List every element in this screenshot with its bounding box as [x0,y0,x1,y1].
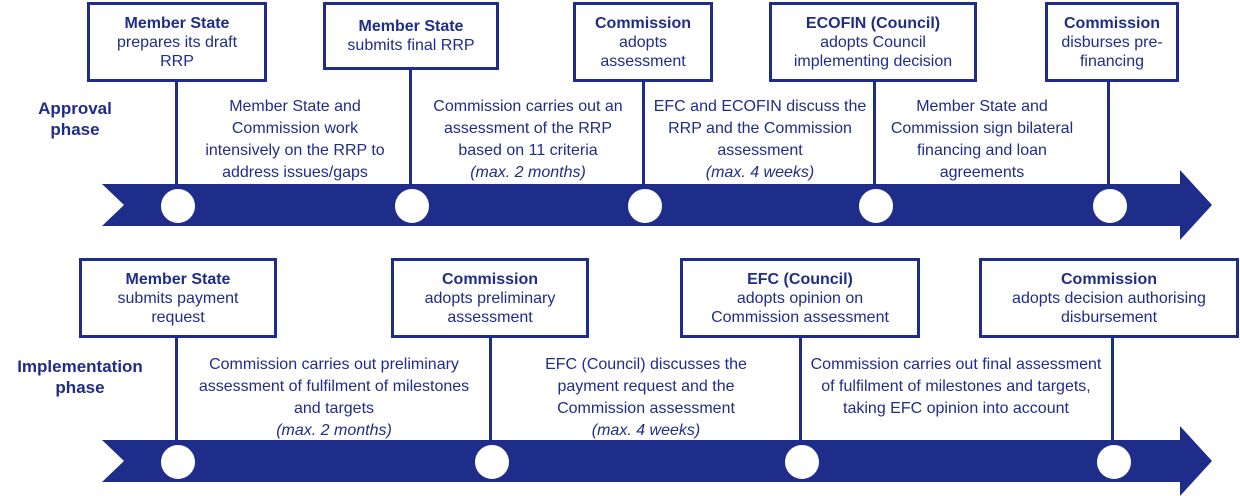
approval-phase-label: Approval phase [38,99,112,139]
approval-description: EFC and ECOFIN discuss the RRP and the C… [652,96,868,184]
approval-description: Commission carries out an assessment of … [422,96,634,184]
milestone-circle [158,442,198,482]
description-text: Commission carries out final assessment … [810,356,1102,417]
description-duration: (max. 4 weeks) [705,164,815,181]
milestone-circle [782,442,822,482]
step-body: adopts preliminary assessment [424,289,556,326]
approval-step-box: Member State submits final RRP [323,2,499,70]
connector-line [175,338,178,448]
approval-step-box: Commission disburses pre-financing [1045,2,1179,82]
step-body: adopts Council implementing decision [793,33,953,70]
milestone-circle [472,442,512,482]
step-title: Member State [358,18,464,35]
step-title: Commission [441,270,538,288]
implementation-step-box: Member State submits payment request [79,258,277,338]
milestone-circle [1094,442,1134,482]
implementation-description: Commission carries out preliminary asses… [184,354,484,442]
implementation-phase-label: Implementation phase [17,357,143,397]
step-body: adopts decision authorising disbursement [1012,289,1206,326]
description-duration: (max. 2 months) [470,164,586,181]
description-text: Member State and Commission sign bilater… [890,98,1074,181]
step-title: Commission [594,14,691,32]
approval-description: Member State and Commission work intensi… [200,96,390,184]
step-body: disburses pre-financing [1061,33,1163,70]
milestone-circle [158,186,198,226]
milestone-circle [392,186,432,226]
step-body: submits final RRP [347,37,475,54]
implementation-step-box: Commission adopts decision authorising d… [979,258,1239,338]
connector-line [489,338,492,448]
step-body: adopts assessment [600,33,686,70]
milestone-circle [856,186,896,226]
description-text: Commission carries out an assessment of … [433,98,623,159]
approval-description: Member State and Commission sign bilater… [882,96,1082,184]
connector-line [873,82,876,192]
description-text: EFC and ECOFIN discuss the RRP and the C… [653,98,867,159]
step-title: Member State [125,270,231,288]
step-title: Member State [124,14,230,32]
implementation-description: EFC (Council) discusses the payment requ… [520,354,772,442]
step-body: submits payment request [117,289,239,326]
step-body: adopts opinion on Commission assessment [711,289,889,326]
milestone-circle [625,186,665,226]
connector-line [642,82,645,192]
milestone-circle [1090,186,1130,226]
connector-line [1107,82,1110,192]
step-body: prepares its draft RRP [116,33,238,70]
description-duration: (max. 2 months) [276,422,392,439]
step-title: EFC (Council) [747,270,853,288]
connector-line [409,70,412,190]
approval-step-box: ECOFIN (Council) adopts Council implemen… [769,2,977,82]
implementation-description: Commission carries out final assessment … [806,354,1106,420]
step-title: Commission [1063,14,1160,32]
implementation-step-box: Commission adopts preliminary assessment [391,258,589,338]
approval-step-box: Member State prepares its draft RRP [87,2,267,82]
description-text: Member State and Commission work intensi… [205,98,385,181]
description-text: EFC (Council) discusses the payment requ… [545,356,747,417]
implementation-step-box: EFC (Council) adopts opinion on Commissi… [680,258,920,338]
step-title: Commission [1060,270,1157,288]
description-duration: (max. 4 weeks) [591,422,701,439]
connector-line [799,338,802,448]
connector-line [175,82,178,192]
implementation-timeline-arrow [102,426,1212,496]
description-text: Commission carries out preliminary asses… [198,356,470,417]
step-title: ECOFIN (Council) [805,14,941,32]
connector-line [1111,338,1114,448]
approval-step-box: Commission adopts assessment [573,2,713,82]
